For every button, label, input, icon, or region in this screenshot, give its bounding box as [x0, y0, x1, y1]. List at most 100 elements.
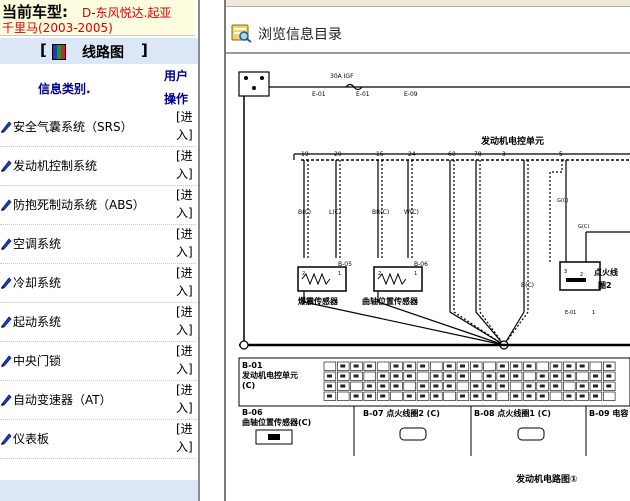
content-top-strip	[226, 0, 630, 7]
frame-divider-right[interactable]	[224, 0, 226, 501]
category-label[interactable]: 防抱死制动系统（ABS）	[13, 198, 145, 212]
small-label-3: E-09	[404, 91, 418, 98]
enter-link-continued[interactable]: 入]	[176, 245, 193, 259]
connector-pin-mark	[420, 394, 426, 398]
ground-wires	[303, 160, 529, 346]
small-label-7: 1	[592, 310, 595, 316]
category-label[interactable]: 空调系统	[13, 237, 62, 251]
category-label[interactable]: 冷却系统	[13, 276, 62, 290]
category-row[interactable]: 安全气囊系统（SRS） [进入]	[0, 108, 196, 147]
pin-20: 20	[334, 151, 342, 158]
enter-link[interactable]: [进	[176, 266, 193, 280]
category-label[interactable]: 起动系统	[13, 315, 62, 329]
connector-pin-mark	[486, 384, 492, 388]
title-bracket-close: ]	[141, 41, 148, 59]
ecu-box: 发动机电控单元	[294, 135, 630, 160]
enter-link-continued[interactable]: 入]	[176, 128, 193, 142]
connector-pin	[390, 391, 403, 401]
category-row[interactable]: 仪表板 [进入]	[0, 420, 196, 459]
wire-code-1: B(C)	[298, 209, 311, 216]
category-label[interactable]: 自动变速器（AT）	[13, 393, 112, 407]
fuse-label: 30A IGF	[330, 73, 354, 80]
connector-pin-mark	[366, 384, 372, 388]
connector-pin-mark	[513, 374, 519, 378]
left-pane-footer	[0, 480, 198, 501]
connector-pin-mark	[406, 364, 412, 368]
wiring-diagram: 30A IGF E-01 E-01 E-09 发动机电控单元 19 20 15 …	[226, 62, 630, 501]
small-label-2: E-01	[356, 91, 370, 98]
enter-link[interactable]: [进	[176, 344, 193, 358]
connector-pin-mark	[380, 394, 386, 398]
wire-code-4: W(C)	[404, 209, 419, 216]
connector-pin-mark	[579, 364, 585, 368]
section-title-bar: [ 线路图 ]	[0, 38, 198, 64]
book-icon	[52, 44, 66, 60]
connector-pin-mark	[327, 394, 332, 398]
wire-code-3: BR(C)	[372, 209, 389, 216]
browse-directory-bar[interactable]: 浏览信息目录	[226, 18, 630, 48]
category-label[interactable]: 发动机控制系统	[13, 159, 98, 173]
pencil-icon	[1, 316, 12, 328]
enter-link-continued[interactable]: 入]	[176, 440, 193, 454]
connector-pin	[416, 371, 430, 381]
connector-pin-mark	[499, 374, 505, 378]
section-title: 线路图	[82, 45, 124, 61]
connector-pin-mark	[579, 394, 585, 398]
column-header-user: 用户	[164, 69, 189, 83]
category-row[interactable]: 冷却系统 [进入]	[0, 264, 196, 303]
category-row[interactable]: 自动变速器（AT） [进入]	[0, 381, 196, 420]
connector-pin-mark	[473, 384, 479, 388]
connector-pin	[470, 371, 483, 381]
svg-text:2: 2	[580, 272, 583, 278]
enter-link[interactable]: [进	[176, 188, 193, 202]
connector-pin-mark	[366, 394, 372, 398]
enter-link-continued[interactable]: 入]	[176, 167, 193, 181]
connector-pin-mark	[539, 394, 545, 398]
connector-pin-mark	[353, 374, 359, 378]
connector-pin-mark	[393, 374, 399, 378]
connector-pin-mark	[420, 364, 426, 368]
connector-pin	[563, 381, 576, 391]
svg-text:G(C): G(C)	[578, 224, 589, 230]
category-label[interactable]: 仪表板	[13, 432, 50, 446]
category-row[interactable]: 发动机控制系统 [进入]	[0, 147, 196, 186]
connector-pin	[602, 391, 616, 401]
browse-icon[interactable]	[230, 23, 252, 43]
wire-code-5: B(C)	[521, 282, 534, 289]
connector-pin	[403, 381, 416, 391]
enter-link-continued[interactable]: 入]	[176, 323, 193, 337]
enter-link-continued[interactable]: 入]	[176, 284, 193, 298]
connector-pin-mark	[526, 394, 532, 398]
connector-pin-mark	[593, 394, 598, 398]
connector-pin-mark	[327, 384, 332, 388]
connector-b08: B-08 点火线圈1 (C)	[474, 408, 551, 418]
connector-pin	[549, 391, 563, 401]
pencil-icon	[1, 394, 12, 406]
wire-code-7: G(C)	[557, 198, 568, 204]
enter-link[interactable]: [进	[176, 305, 193, 319]
category-row[interactable]: 起动系统 [进入]	[0, 303, 196, 342]
enter-link-continued[interactable]: 入]	[176, 362, 193, 376]
frame-divider[interactable]	[198, 0, 200, 501]
enter-link[interactable]: [进	[176, 110, 193, 124]
enter-link-continued[interactable]: 入]	[176, 206, 193, 220]
enter-link[interactable]: [进	[176, 149, 193, 163]
enter-link[interactable]: [进	[176, 227, 193, 241]
car-model-line1: D-东风悦达.起亚	[82, 6, 172, 20]
category-row[interactable]: 防抱死制动系统（ABS） [进入]	[0, 186, 196, 225]
connector-pin-mark	[460, 394, 465, 398]
enter-link[interactable]: [进	[176, 383, 193, 397]
enter-link[interactable]: [进	[176, 422, 193, 436]
category-row[interactable]: 中央门锁 [进入]	[0, 342, 196, 381]
pin-5: 5	[559, 151, 563, 158]
enter-link-continued[interactable]: 入]	[176, 401, 193, 415]
connector-pin	[536, 361, 549, 371]
category-label[interactable]: 安全气囊系统（SRS）	[13, 120, 133, 134]
connector-pin-mark	[460, 374, 465, 378]
category-row[interactable]: 空调系统 [进入]	[0, 225, 196, 264]
pencil-icon	[1, 238, 12, 250]
ignition-coil-label-num: 圈2	[598, 281, 612, 290]
connector-pin-mark	[499, 364, 505, 368]
category-label[interactable]: 中央门锁	[13, 354, 62, 368]
connector-pin-mark	[566, 394, 572, 398]
